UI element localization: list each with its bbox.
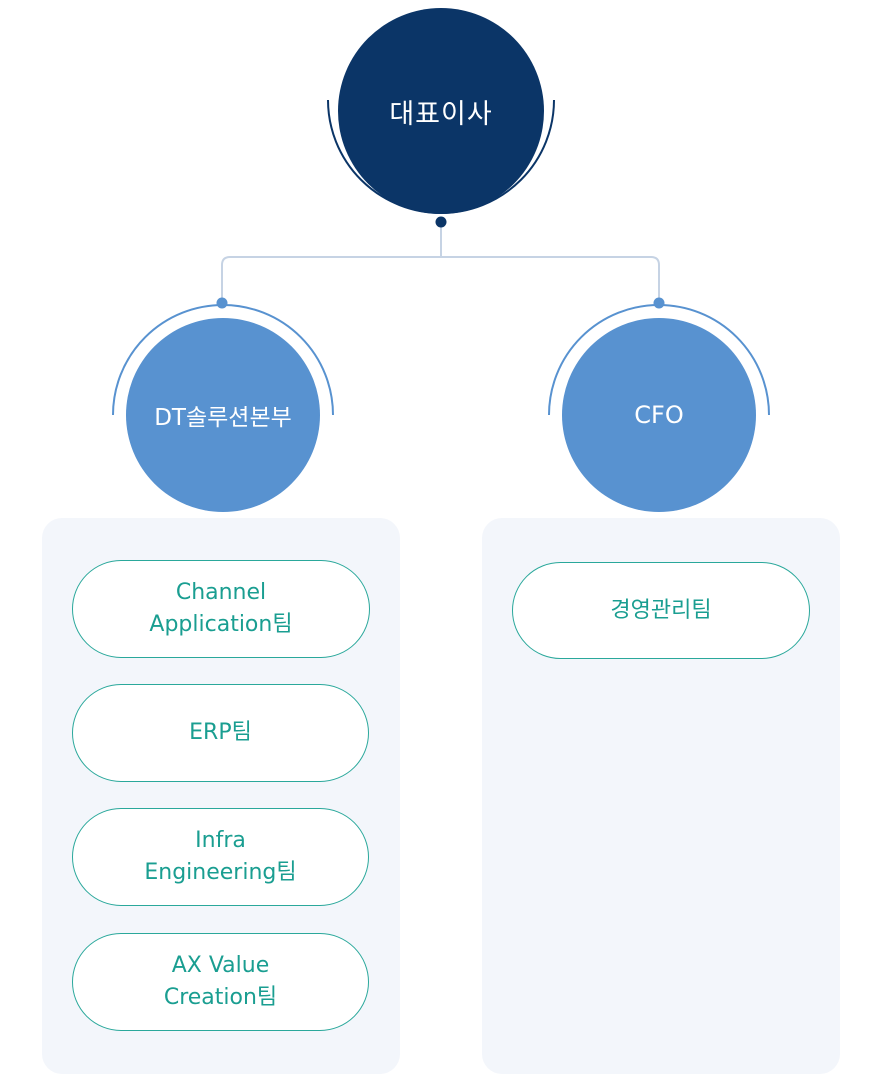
ceo-label: 대표이사 xyxy=(389,98,493,130)
ceo-node: 대표이사 xyxy=(338,8,544,214)
team-management: 경영관리팀 xyxy=(512,562,810,659)
team-label: 경영관리팀 xyxy=(610,597,712,623)
team-label: AX Value Creation팀 xyxy=(163,953,278,1010)
dt-dot xyxy=(216,297,228,309)
team-channel-application: Channel Application팀 xyxy=(72,560,370,658)
team-infra-engineering: Infra Engineering팀 xyxy=(72,808,369,906)
division-dt-solution: DT솔루션본부 xyxy=(126,318,320,512)
division-cfo: CFO xyxy=(562,318,756,512)
team-erp: ERP팀 xyxy=(72,684,369,782)
team-label: Channel Application팀 xyxy=(149,580,293,637)
team-label: Infra Engineering팀 xyxy=(144,828,297,885)
division-cfo-label: CFO xyxy=(634,401,684,429)
division-dt-label: DT솔루션본부 xyxy=(154,405,292,431)
team-ax-value-creation: AX Value Creation팀 xyxy=(72,933,369,1031)
cfo-dot xyxy=(653,297,665,309)
team-label: ERP팀 xyxy=(189,720,252,745)
connector-lines xyxy=(221,222,660,303)
ceo-dot xyxy=(435,216,447,228)
